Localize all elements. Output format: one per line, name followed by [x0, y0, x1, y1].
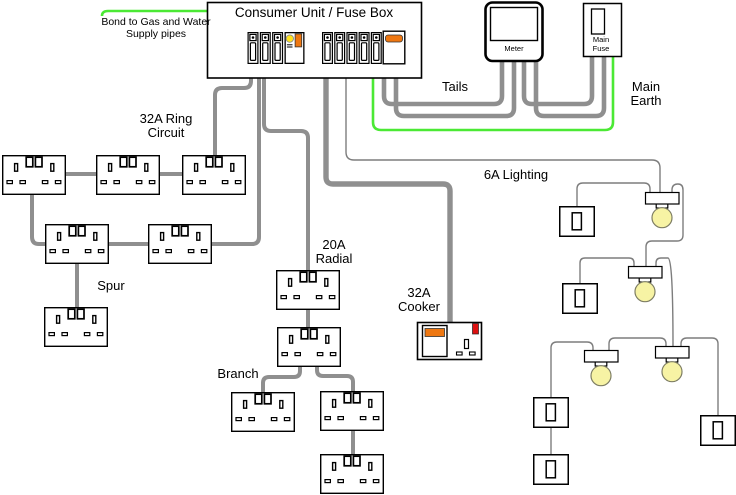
radial-circuit-sockets — [230, 269, 385, 495]
lighting-label: 6A Lighting — [483, 167, 549, 182]
breaker-mcb — [272, 31, 284, 65]
wire-tail-1 — [381, 61, 505, 107]
wire-tail-3 — [521, 57, 595, 107]
power-wires — [30, 57, 607, 455]
wire-rose2-switch2 — [579, 257, 635, 283]
double-socket — [1, 154, 67, 196]
breaker-mcb — [334, 31, 346, 65]
wire-cooker-feed — [323, 78, 453, 323]
ceiling-rose-lamp — [627, 265, 663, 303]
wire-rose4-switch4 — [680, 337, 719, 415]
breaker-mcb — [247, 31, 259, 65]
earth-wires — [100, 9, 615, 132]
wire-lighting-feed — [345, 78, 661, 193]
breaker-mcb — [370, 31, 382, 65]
double-socket — [230, 391, 296, 433]
double-socket — [276, 326, 342, 368]
radial-label: 20A Radial — [315, 237, 353, 266]
wire-ring-feed — [213, 78, 253, 156]
wire-ring-link-3 — [30, 194, 47, 246]
double-socket — [275, 269, 341, 311]
main-switch — [382, 30, 406, 65]
main-earth-label: Main Earth — [630, 79, 662, 108]
main-fuse-label: Main Fuse — [592, 35, 610, 53]
electricity-meter — [484, 1, 544, 63]
breaker-mcb — [358, 31, 370, 65]
light-switch — [700, 415, 736, 446]
wire-radial-feed — [262, 78, 310, 271]
cooker-socket-slot — [468, 351, 476, 356]
wire-branch-left — [261, 364, 302, 393]
light-switch — [533, 397, 569, 428]
wire-tail-4 — [533, 57, 607, 119]
double-socket — [319, 453, 385, 495]
breaker-mcb — [259, 31, 271, 65]
double-socket — [181, 154, 247, 196]
tails-label: Tails — [441, 79, 469, 94]
ceiling-rose-lamp — [644, 191, 680, 229]
consumer-unit-title: Consumer Unit / Fuse Box — [234, 5, 394, 20]
wire-rose2-rose4 — [655, 257, 674, 348]
cooker-label: 32A Cooker — [398, 285, 440, 314]
cooker-socket-slot — [455, 351, 463, 356]
bonding-label: Bond to Gas and Water Supply pipes — [101, 16, 211, 40]
double-socket-spur — [43, 306, 109, 348]
light-switch — [562, 283, 598, 314]
wire-bonding — [100, 9, 207, 17]
light-switch — [533, 454, 569, 485]
ceiling-rose-lamp — [583, 349, 619, 387]
lighting-wires — [345, 78, 719, 455]
consumer-unit — [206, 1, 423, 79]
main-fuse-unit — [582, 2, 623, 58]
wire-branch-right — [315, 364, 355, 392]
breaker-mcb — [346, 31, 358, 65]
spur-label: Spur — [97, 278, 125, 293]
double-socket — [44, 223, 110, 265]
wire-rose1-switch1 — [576, 182, 651, 206]
wire-tail-2 — [393, 61, 517, 119]
rcd-unit — [284, 32, 305, 64]
meter-label: Meter — [504, 44, 524, 53]
wire-rose3-switch3 — [550, 341, 594, 397]
breaker-mcb — [322, 31, 333, 65]
double-socket — [319, 390, 385, 432]
fuse-carrier — [590, 8, 606, 35]
cooker-socket-pin — [463, 338, 470, 350]
ring-circuit-sockets — [1, 154, 247, 348]
cooker-control-unit — [416, 321, 483, 361]
ceiling-rose-lamp — [654, 345, 690, 383]
meter-display — [489, 6, 539, 42]
ring-circuit-label: 32A Ring Circuit — [139, 111, 193, 140]
light-switch — [559, 206, 595, 237]
double-socket — [95, 154, 161, 196]
cooker-switch-rocker — [424, 328, 445, 337]
wire-main-earth — [371, 57, 615, 132]
wire-rose4-rose3 — [608, 337, 667, 351]
wire-ring-return — [211, 78, 261, 246]
branch-label: Branch — [217, 366, 259, 381]
cooker-indicator — [472, 323, 479, 335]
double-socket — [147, 223, 213, 265]
wire-rose1-rose2 — [645, 183, 684, 267]
